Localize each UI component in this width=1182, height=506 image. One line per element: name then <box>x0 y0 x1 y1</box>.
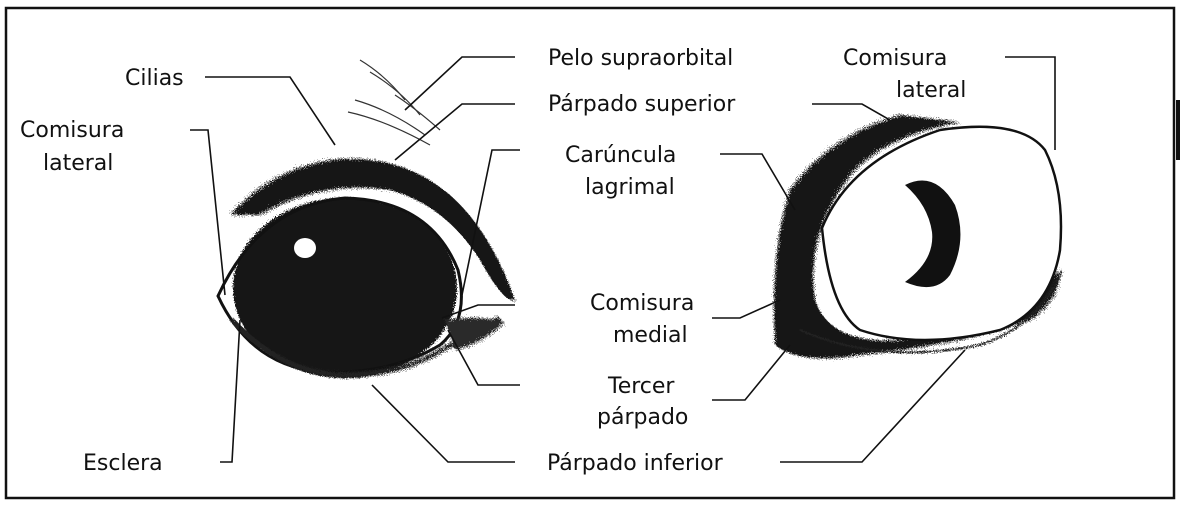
label-parpado-superior: Párpado superior <box>548 92 736 117</box>
front-eye-drawing <box>218 60 515 378</box>
label-cilias: Cilias <box>125 66 184 91</box>
label-comisura-lateral-left-2: lateral <box>43 151 113 176</box>
leader-pelo-supraorbital <box>405 57 515 110</box>
leader-comisura-lateral-left <box>190 130 225 295</box>
label-esclera: Esclera <box>83 451 163 476</box>
label-comisura-medial-2: medial <box>613 323 688 348</box>
leader-tercer-parpado-right <box>712 345 790 400</box>
leader-caruncula-right <box>720 154 795 210</box>
label-parpado-inferior: Párpado inferior <box>547 451 724 476</box>
leader-parpado-superior <box>395 104 515 160</box>
label-tercer-parpado-2: párpado <box>597 405 688 430</box>
label-comisura-lateral-left-1: Comisura <box>20 118 124 143</box>
leader-parpado-inferior-left <box>372 385 515 462</box>
label-pelo-supraorbital: Pelo supraorbital <box>548 46 733 71</box>
pupil-highlight <box>294 238 316 258</box>
label-caruncula-2: lagrimal <box>585 175 675 200</box>
label-tercer-parpado-1: Tercer <box>607 374 675 399</box>
leader-cilias <box>205 77 335 145</box>
leader-esclera <box>220 320 240 462</box>
label-caruncula-1: Carúncula <box>565 143 676 168</box>
label-comisura-lateral-right-1: Comisura <box>843 46 947 71</box>
label-comisura-lateral-right-2: lateral <box>896 78 966 103</box>
medial-canthus <box>445 318 505 350</box>
supraorbital-hair <box>348 60 440 145</box>
leader-parpado-inferior-right <box>780 350 965 462</box>
leader-parpado-superior-right <box>812 104 890 120</box>
leader-comisura-medial-right <box>712 300 780 318</box>
label-comisura-medial-1: Comisura <box>590 291 694 316</box>
side-eye-drawing <box>774 115 1062 358</box>
